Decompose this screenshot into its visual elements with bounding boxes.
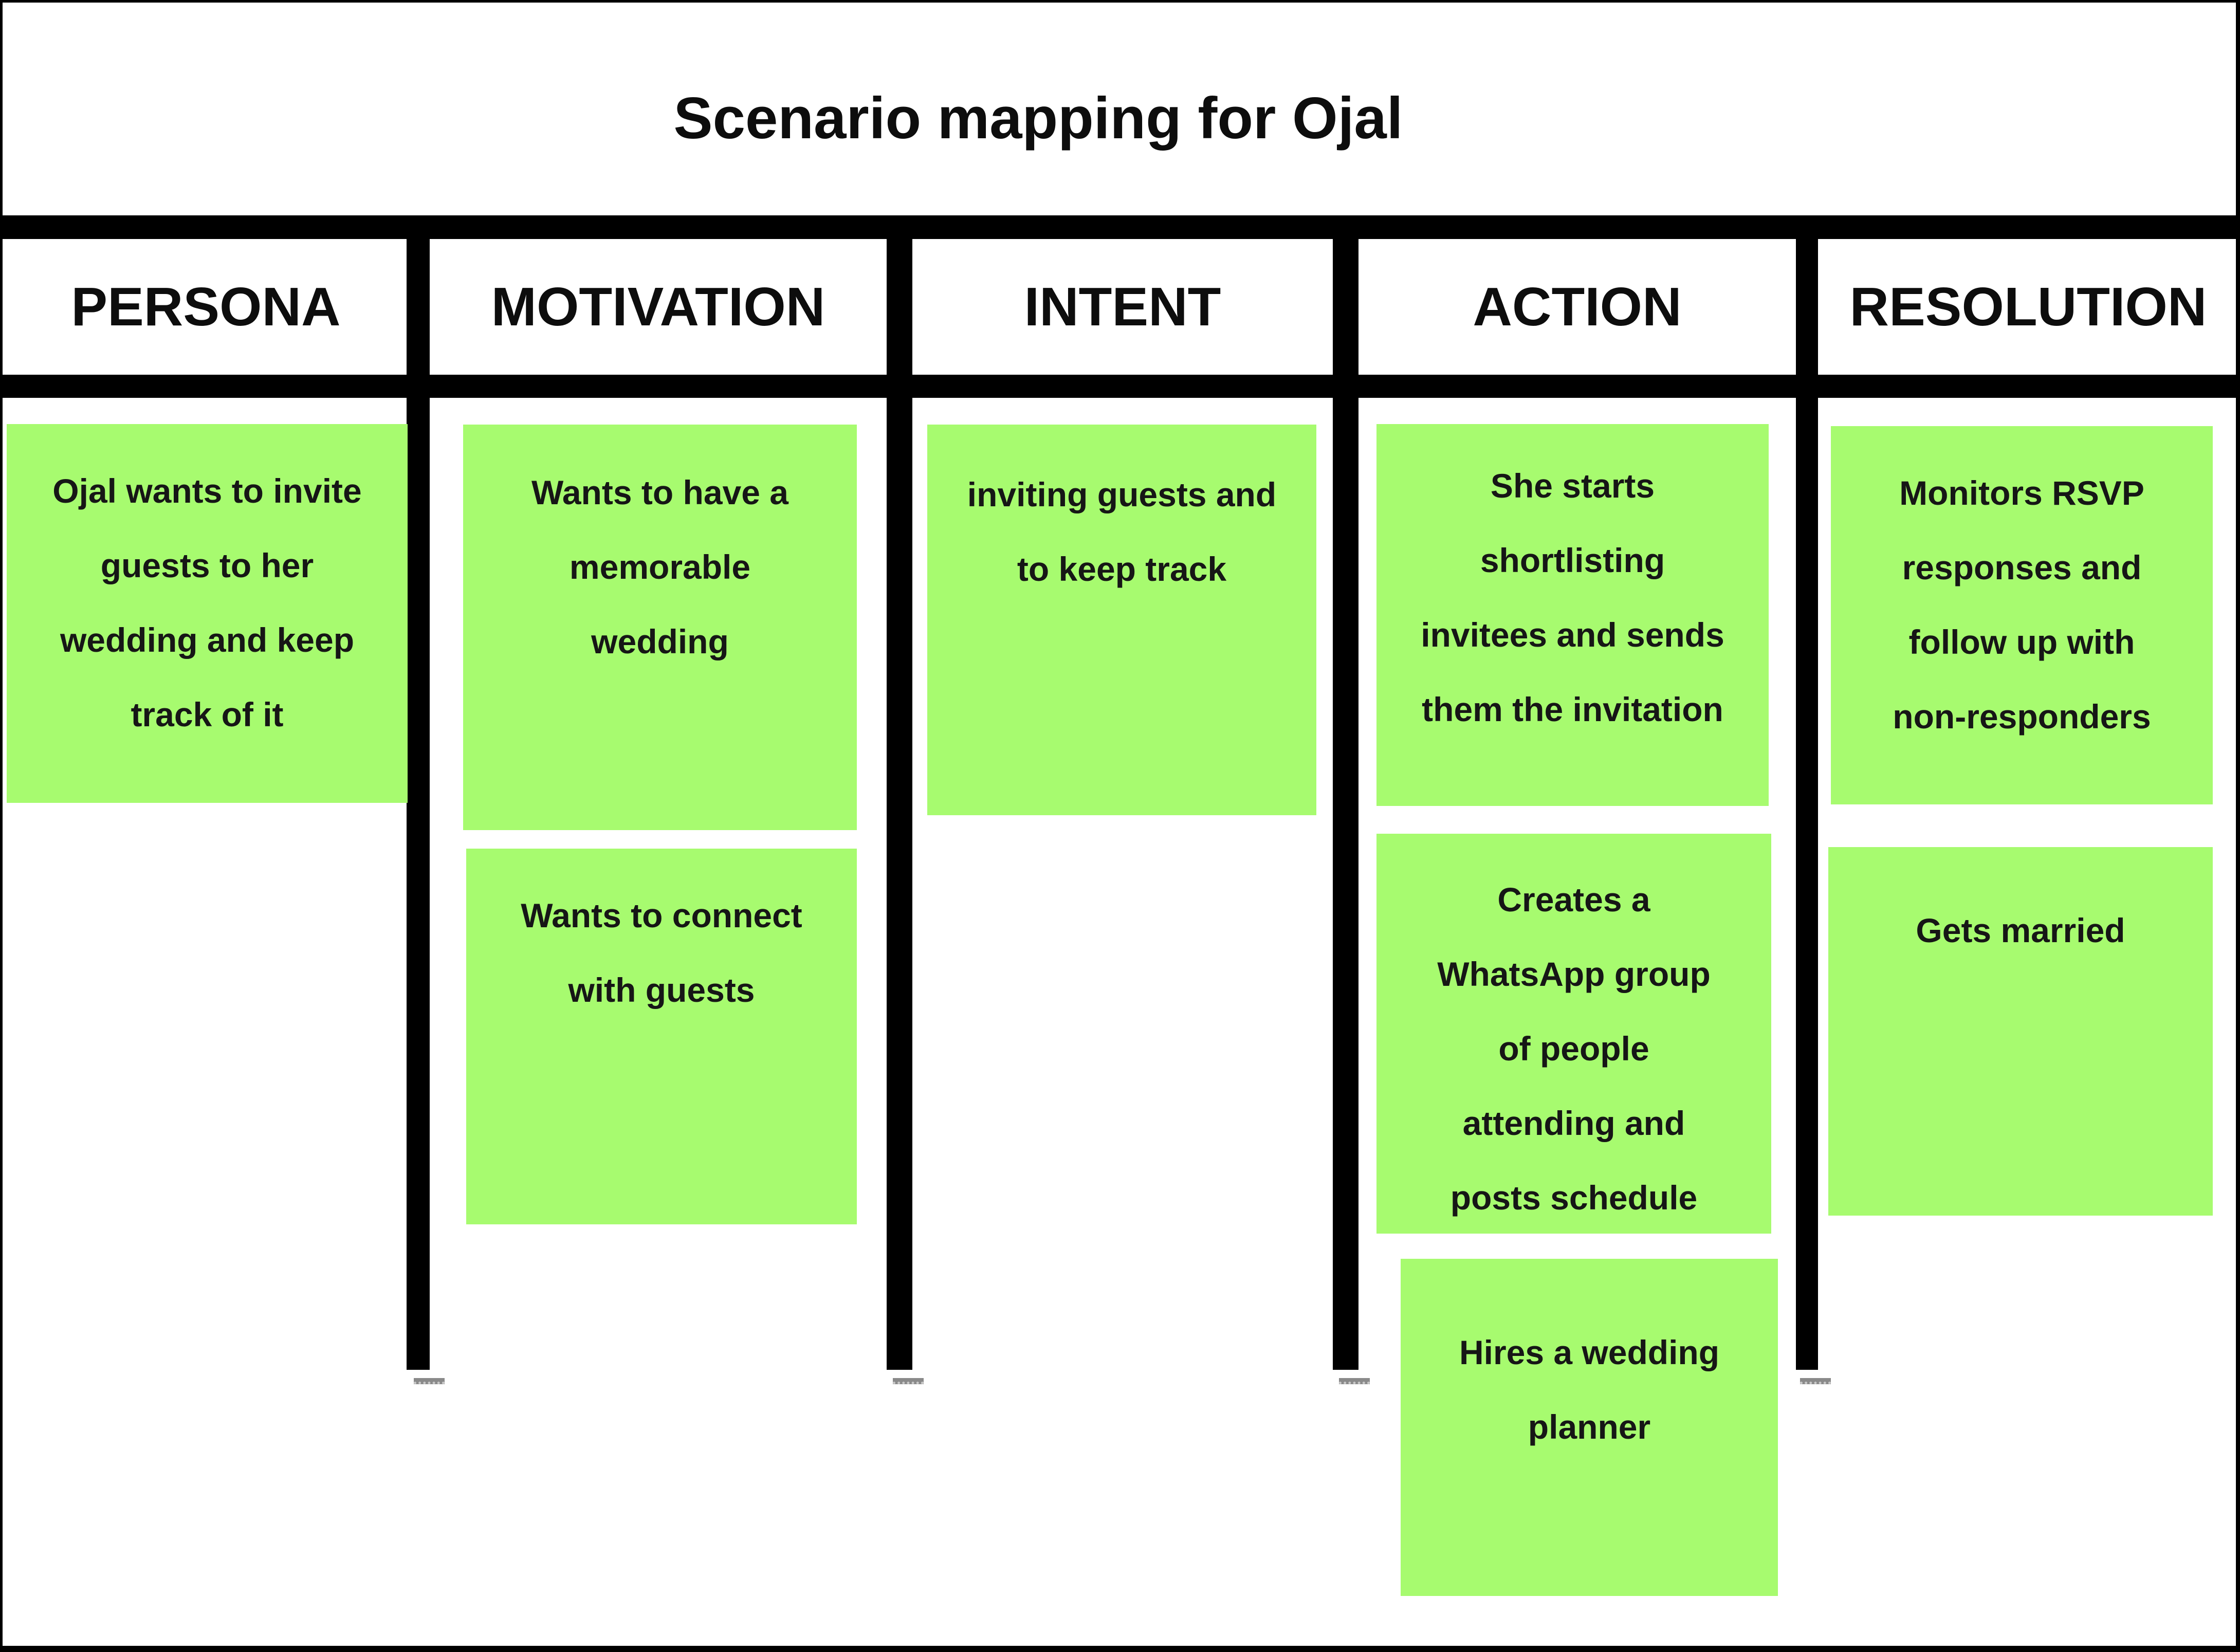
sticky-note-motivation-2[interactable]: Wants to connect with guests — [466, 849, 857, 1224]
divider-end-mark-2 — [893, 1378, 924, 1384]
sticky-line: them the invitation — [1422, 690, 1723, 728]
divider-end-mark-4 — [1800, 1378, 1831, 1384]
sticky-line: memorable — [569, 548, 751, 586]
column-header-resolution: RESOLUTION — [1849, 276, 2207, 337]
sticky-note-motivation-1[interactable]: Wants to have a memorable wedding — [463, 425, 857, 830]
sticky-note-action-3[interactable]: Hires a wedding planner — [1401, 1259, 1778, 1596]
sticky-line: Wants to have a — [531, 473, 788, 511]
sticky-line: responses and — [1902, 548, 2142, 586]
column-header-motivation: MOTIVATION — [491, 276, 825, 337]
column-divider-1 — [407, 215, 430, 1370]
sticky-note-resolution-2[interactable]: Gets married — [1828, 847, 2213, 1216]
sticky-line: track of it — [131, 695, 284, 733]
sticky-line: She starts — [1490, 467, 1655, 505]
sticky-line: Monitors RSVP — [1899, 474, 2144, 512]
sticky-line: attending and — [1462, 1104, 1685, 1142]
sticky-line: Gets married — [1916, 911, 2125, 949]
column-divider-4 — [1796, 215, 1818, 1370]
sticky-note-action-1[interactable]: She starts shortlisting invitees and sen… — [1376, 424, 1769, 806]
sticky-line: guests to her — [100, 546, 314, 584]
sticky-note-intent-1[interactable]: inviting guests and to keep track — [927, 425, 1316, 815]
page-title: Scenario mapping for Ojal — [673, 86, 1403, 151]
sticky-line: posts schedule — [1450, 1179, 1698, 1217]
column-divider-2 — [887, 215, 912, 1370]
sticky-line: with guests — [568, 971, 755, 1009]
sticky-line: WhatsApp group — [1437, 955, 1711, 993]
sticky-line: planner — [1528, 1408, 1651, 1446]
sticky-note-persona-1[interactable]: Ojal wants to invite guests to her weddi… — [7, 424, 408, 803]
sticky-line: wedding and keep — [60, 621, 355, 659]
sticky-line: inviting guests and — [967, 475, 1277, 513]
sticky-line: to keep track — [1017, 550, 1227, 588]
sticky-line: wedding — [591, 622, 729, 660]
column-divider-3 — [1333, 215, 1358, 1370]
divider-end-mark-3 — [1339, 1378, 1370, 1384]
column-header-action: ACTION — [1473, 276, 1682, 337]
sticky-note-resolution-1[interactable]: Monitors RSVP responses and follow up wi… — [1831, 426, 2213, 804]
column-header-intent: INTENT — [1024, 276, 1221, 337]
sticky-line: follow up with — [1908, 623, 2135, 661]
sticky-note-action-2[interactable]: Creates a WhatsApp group of people atten… — [1376, 834, 1771, 1234]
sticky-line: shortlisting — [1480, 541, 1665, 579]
column-header-persona: PERSONA — [71, 276, 341, 337]
header-row-top-rule — [3, 215, 2236, 239]
sticky-line: Creates a — [1497, 880, 1650, 919]
header-row-bottom-rule — [3, 375, 2236, 398]
sticky-line: Wants to connect — [521, 896, 802, 934]
sticky-line: invitees and sends — [1421, 616, 1724, 654]
sticky-line: Hires a wedding — [1459, 1333, 1720, 1371]
sticky-line: non-responders — [1893, 697, 2151, 736]
sticky-line: of people — [1498, 1030, 1649, 1068]
sticky-line: Ojal wants to invite — [52, 472, 362, 510]
divider-end-mark-1 — [414, 1378, 445, 1384]
